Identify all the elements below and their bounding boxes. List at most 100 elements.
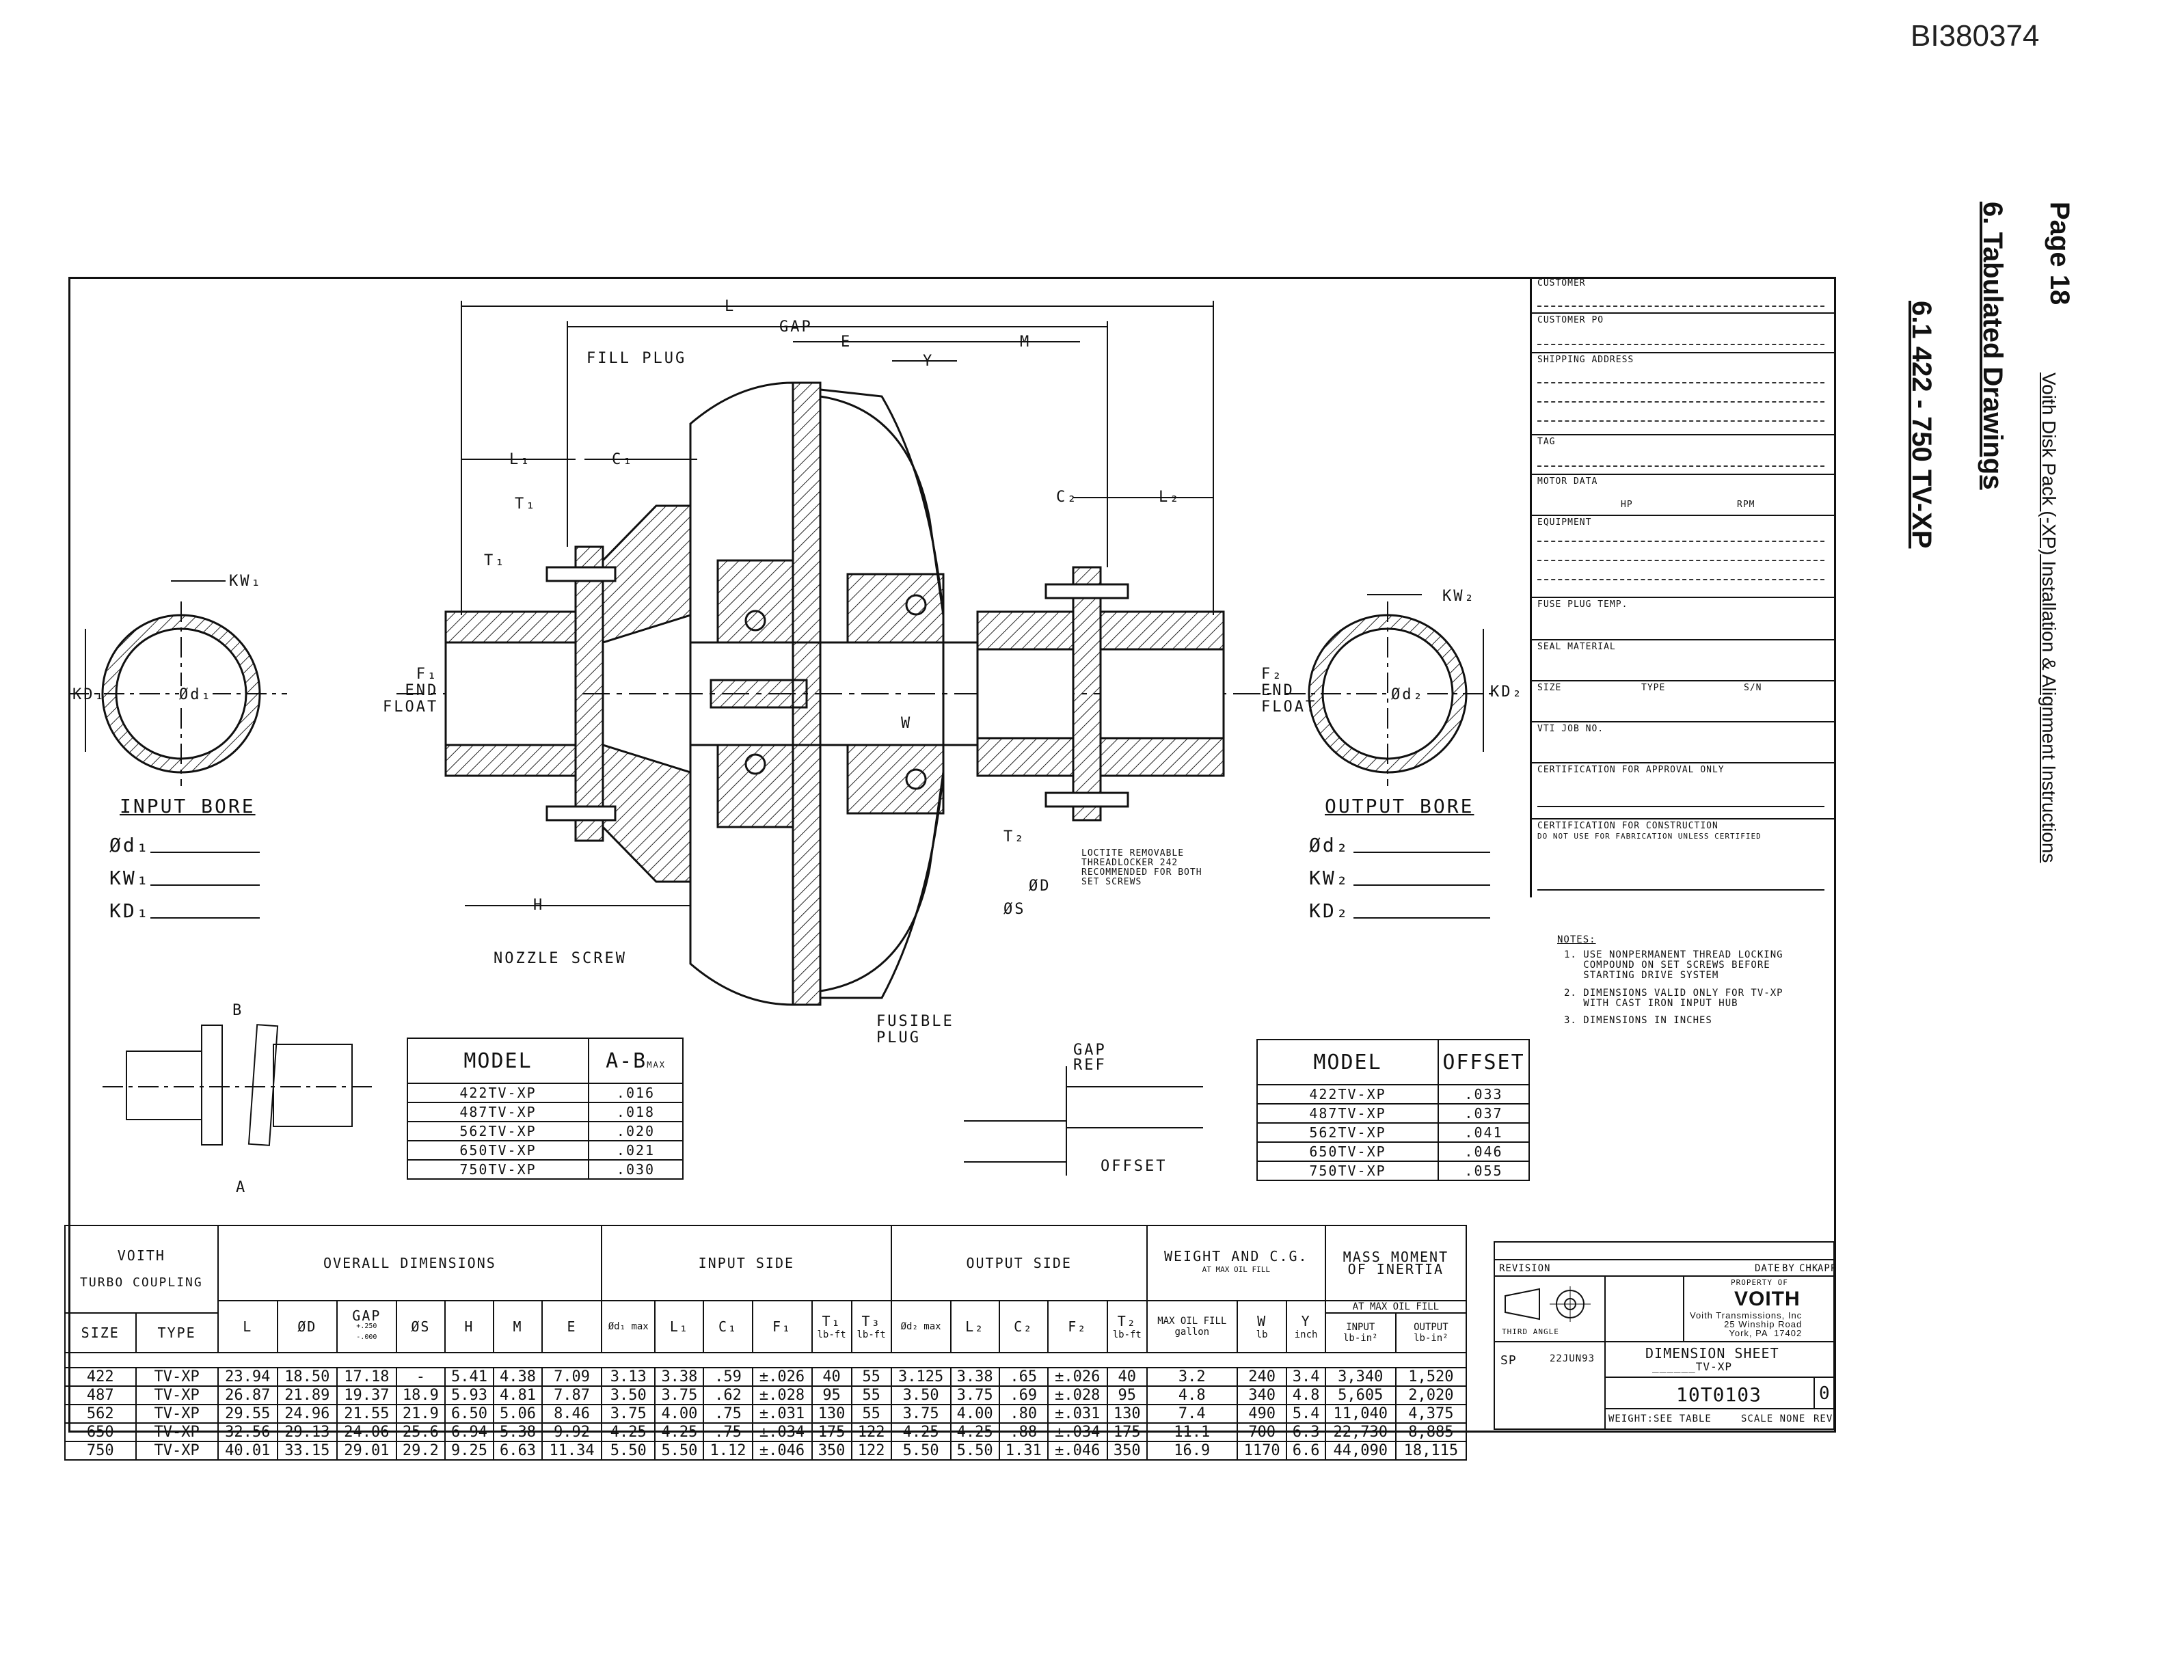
input-bore-kd1: KD₁	[109, 899, 150, 922]
dim-kd1: KD₁	[72, 686, 106, 703]
col-l: L	[217, 1300, 278, 1353]
input-bore-title: INPUT BORE	[120, 795, 256, 817]
dim-a: A	[236, 1179, 247, 1196]
dim-s: ØS	[1003, 901, 1026, 918]
output-bore-kw2-line	[1353, 884, 1490, 886]
table-row: 562TV-XP.041	[1256, 1122, 1530, 1143]
offset-value-cell: .037	[1438, 1103, 1530, 1124]
table-cell: ±.028	[751, 1385, 813, 1405]
seal-material-row: SEAL MATERIAL	[1532, 640, 1834, 681]
dim-c2: C₂	[1056, 489, 1079, 506]
shipping-line-1	[1537, 382, 1824, 383]
model-cell: 750TV-XP	[407, 1159, 589, 1180]
sn-label: S/N	[1744, 683, 1762, 693]
table-cell: 40	[1106, 1367, 1148, 1387]
table-cell: ±.026	[751, 1367, 813, 1387]
table-cell: 7.4	[1146, 1404, 1238, 1424]
stamp-vdivider	[1604, 1275, 1606, 1428]
cert-construction-label: CERTIFICATION FOR CONSTRUCTION	[1537, 821, 1718, 831]
table-cell: 490	[1236, 1404, 1288, 1424]
dim-e: E	[841, 334, 852, 351]
table-row: 422TV-XP.033	[1256, 1084, 1530, 1105]
offset-header-offset: OFFSET	[1438, 1039, 1530, 1085]
offset-table: MODEL OFFSET 422TV-XP.033 487TV-XP.037 5…	[1256, 1039, 1530, 1181]
rev-divider	[1495, 1259, 1833, 1260]
col-size: SIZE	[64, 1312, 137, 1353]
table-cell: TV-XP	[135, 1441, 219, 1461]
table-cell: 32.56	[217, 1422, 278, 1442]
table-cell: 8.46	[541, 1404, 603, 1424]
fuse-plug-row: FUSE PLUG TEMP.	[1532, 598, 1834, 640]
offset-value-cell: .055	[1438, 1161, 1530, 1181]
col-t2-unit: lb-ft	[1112, 1329, 1142, 1340]
table-cell: 2,020	[1394, 1385, 1468, 1405]
dim-f1-end-float: F₁ END FLOAT	[383, 666, 439, 716]
table-cell: 21.9	[395, 1404, 446, 1424]
hp-label: HP	[1621, 500, 1633, 510]
col-input-unit: lb-in²	[1343, 1333, 1378, 1344]
loctite-note: LOCTITE REMOVABLE THREADLOCKER 242 RECOM…	[1081, 848, 1202, 887]
output-side-header: OUTPUT SIDE	[890, 1225, 1148, 1301]
table-cell: ±.031	[751, 1404, 813, 1424]
table-cell: 3.75	[949, 1385, 1000, 1405]
drawing-number: 10T0103	[1676, 1383, 1762, 1406]
table-cell: 562	[64, 1404, 137, 1424]
table-cell: .69	[998, 1385, 1049, 1405]
col-gap-label: GAP	[352, 1308, 381, 1324]
table-cell: 122	[850, 1441, 892, 1461]
dimension-table: VOITH TURBO COUPLING OVERALL DIMENSIONS …	[64, 1225, 1468, 1461]
model-cell: 422TV-XP	[407, 1083, 589, 1103]
fuse-plug-temp-label: FUSE PLUG TEMP.	[1537, 599, 1628, 610]
scale-note: SCALE NONE	[1741, 1413, 1806, 1424]
col-gap: GAP +.250 -.000	[336, 1300, 397, 1353]
table-cell: 122	[850, 1422, 892, 1442]
table-cell: 130	[811, 1404, 852, 1424]
ab-value-cell: .020	[588, 1121, 684, 1141]
dim-t1-top: T₁	[515, 496, 537, 513]
weight-note: WEIGHT:SEE TABLE	[1608, 1413, 1712, 1424]
table-row: 422TV-XP.016	[407, 1083, 684, 1103]
table-cell: 25.6	[395, 1422, 446, 1442]
table-cell: .62	[703, 1385, 753, 1405]
dim-l1: L₁	[509, 451, 532, 468]
output-bore-kw2: KW₂	[1309, 867, 1350, 889]
table-cell: ±.031	[1047, 1404, 1108, 1424]
input-bore-kd1-line	[150, 917, 260, 919]
customer-po-line	[1537, 344, 1824, 345]
vti-job-label: VTI JOB NO.	[1537, 724, 1604, 734]
table-cell: 8,885	[1394, 1422, 1468, 1442]
tag-label: TAG	[1537, 437, 1556, 447]
table-cell: 9.25	[444, 1441, 494, 1461]
table-cell: ±.034	[751, 1422, 813, 1442]
table-cell: 95	[811, 1385, 852, 1405]
dim-b: B	[232, 1002, 244, 1019]
dim-h: H	[533, 897, 545, 914]
dim-t2: T₂	[1003, 828, 1026, 845]
col-y-label: Y	[1301, 1313, 1311, 1329]
cert-approval-sign-line	[1537, 806, 1824, 807]
table-cell: 24.06	[336, 1422, 397, 1442]
rpm-label: RPM	[1737, 500, 1755, 510]
notes-title: NOTES:	[1557, 934, 1596, 945]
title-block: CUSTOMER CUSTOMER PO SHIPPING ADDRESS TA…	[1530, 277, 1834, 897]
table-cell: TV-XP	[135, 1367, 219, 1387]
table-cell: 29.01	[336, 1441, 397, 1461]
col-l1: L₁	[654, 1300, 705, 1353]
third-angle-label: THIRD ANGLE	[1502, 1327, 1559, 1336]
dim-m: M	[1020, 334, 1032, 351]
chk-label: CHK	[1799, 1263, 1819, 1274]
table-cell: TV-XP	[135, 1385, 219, 1405]
table-cell: 5.50	[654, 1441, 705, 1461]
output-bore-kd2: KD₂	[1309, 899, 1350, 922]
col-od: ØD	[276, 1300, 338, 1353]
weight-cg-sub: AT MAX OIL FILL	[1202, 1265, 1270, 1274]
table-cell: 24.96	[276, 1404, 338, 1424]
table-cell: 7.87	[541, 1385, 603, 1405]
mass-moment-label: MASS MOMENT OF INERTIA	[1343, 1249, 1449, 1277]
ab-value-cell: .018	[588, 1102, 684, 1122]
stamp-block: REVISION DATE BY CHK APP THIRD ANGLE PRO…	[1494, 1241, 1836, 1430]
table-cell: 3.50	[601, 1385, 656, 1405]
